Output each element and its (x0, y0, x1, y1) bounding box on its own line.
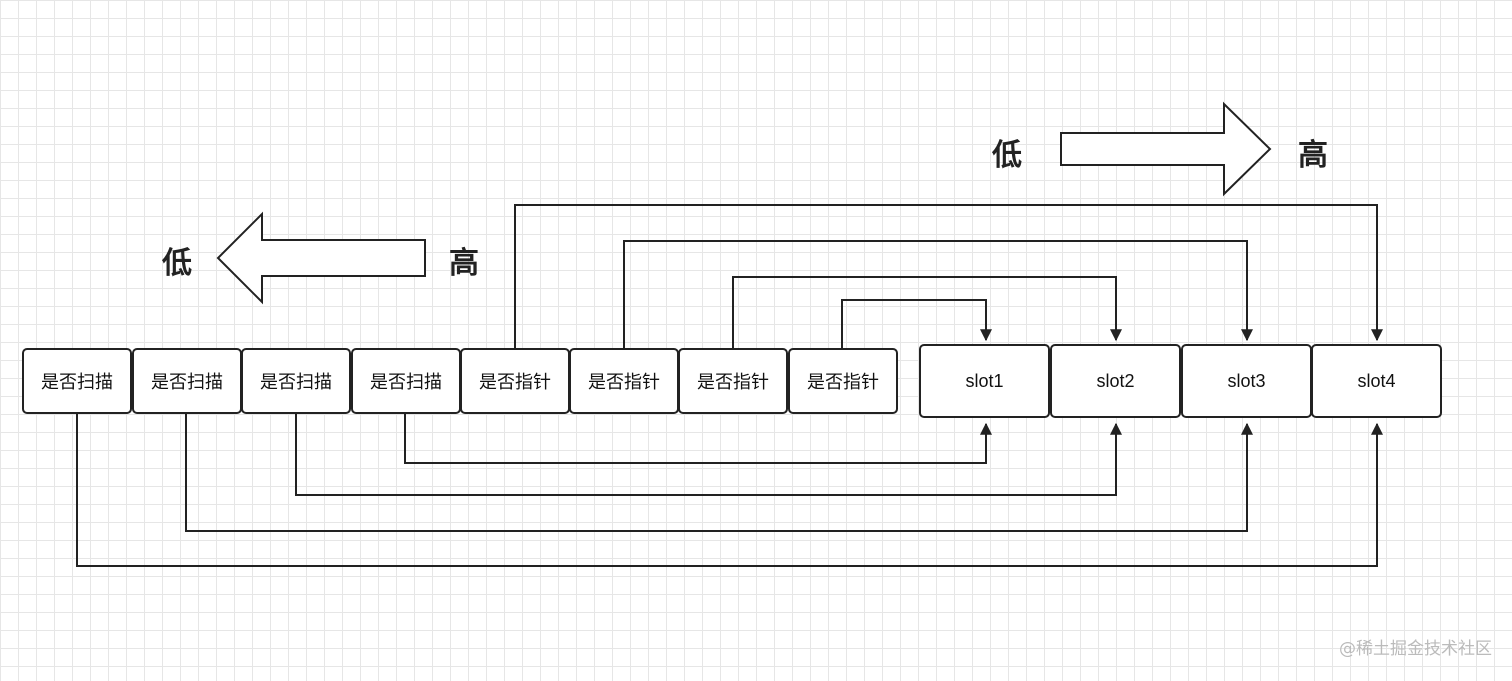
right-arrow-low-label: 低 (992, 138, 1022, 173)
left-direction-arrow (216, 211, 426, 305)
watermark: @稀土掘金技术社区 (1339, 639, 1492, 659)
bit-cell-label: 是否指针 (588, 372, 660, 393)
bit-cell: 是否指针 (569, 348, 679, 414)
right-direction-arrow (1060, 101, 1272, 197)
left-arrow-low-label: 低 (162, 246, 192, 281)
slot-cell: slot4 (1311, 344, 1442, 418)
bit-cell-label: 是否指针 (697, 372, 769, 393)
connector-pointer-to-slot1 (841, 299, 992, 348)
slot-cell-label: slot4 (1357, 370, 1396, 391)
bit-cell: 是否扫描 (241, 348, 351, 414)
connector-pointer-to-slot3 (623, 240, 1253, 348)
connector-pointer-to-slot4 (514, 204, 1383, 348)
bit-cell: 是否扫描 (22, 348, 132, 414)
right-arrow-high-label: 高 (1298, 138, 1328, 173)
bit-cell-label: 是否指针 (807, 372, 879, 393)
connector-scan-to-slot3 (185, 414, 1253, 532)
connector-scan-to-slot2 (295, 414, 1122, 496)
bit-cell: 是否指针 (460, 348, 570, 414)
slot-cell-label: slot1 (965, 370, 1004, 391)
bit-cell-label: 是否扫描 (260, 372, 332, 393)
bit-cell-label: 是否扫描 (370, 372, 442, 393)
bit-cell-label: 是否扫描 (41, 372, 113, 393)
bit-cell: 是否指针 (678, 348, 788, 414)
bit-cell: 是否扫描 (351, 348, 461, 414)
bit-cell: 是否指针 (788, 348, 898, 414)
slot-cell: slot2 (1050, 344, 1181, 418)
slot-cell-label: slot3 (1227, 370, 1266, 391)
bit-cell: 是否扫描 (132, 348, 242, 414)
bit-cell-label: 是否扫描 (151, 372, 223, 393)
bit-cell-label: 是否指针 (479, 372, 551, 393)
slot-cell: slot3 (1181, 344, 1312, 418)
slot-cell: slot1 (919, 344, 1050, 418)
left-arrow-high-label: 高 (449, 246, 479, 281)
connector-scan-to-slot1 (404, 414, 992, 464)
connector-scan-to-slot4 (76, 414, 1383, 567)
slot-cell-label: slot2 (1096, 370, 1135, 391)
connector-pointer-to-slot2 (732, 276, 1122, 348)
